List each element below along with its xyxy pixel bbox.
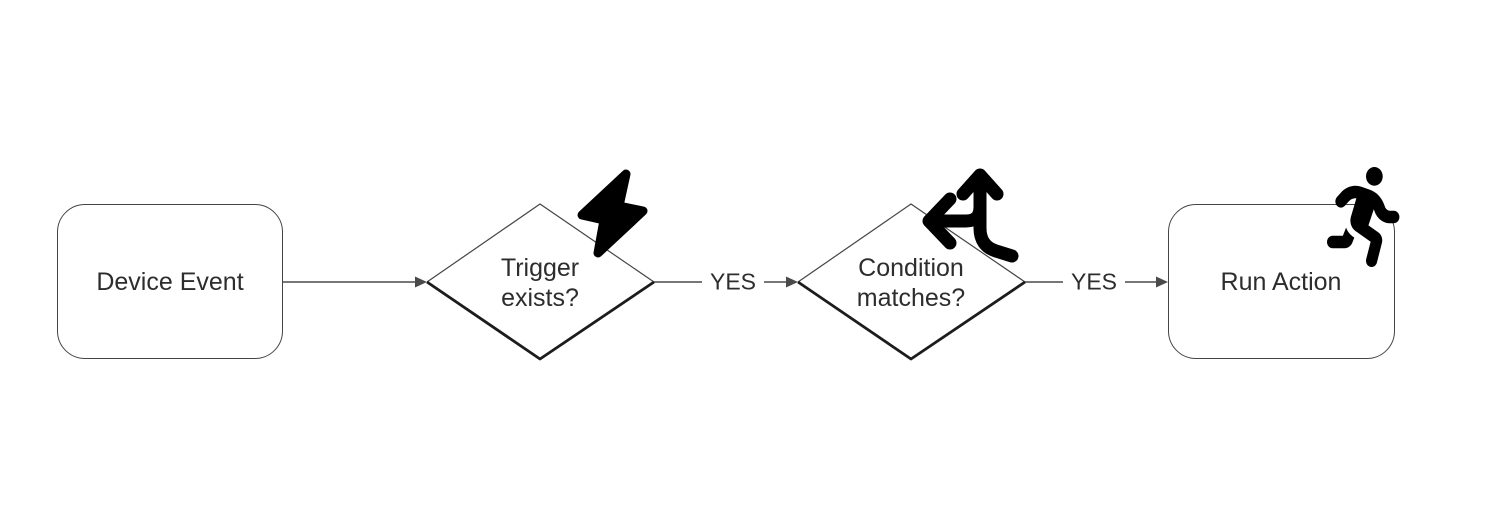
diamond-lower-edges bbox=[797, 280, 1026, 361]
node-run-action-label: Run Action bbox=[1220, 268, 1342, 296]
node-trigger-exists-label: Trigger exists? bbox=[500, 254, 580, 312]
node-device-event-label: Device Event bbox=[96, 268, 244, 296]
diamond-upper-edges bbox=[426, 203, 655, 283]
split-arrows-icon bbox=[922, 168, 1019, 263]
lightning-bolt-icon bbox=[577, 169, 648, 258]
diamond-lower-edges bbox=[426, 280, 655, 361]
arrowhead-icon bbox=[786, 276, 798, 288]
arrowhead-icon bbox=[1156, 276, 1168, 288]
node-device-event bbox=[57, 204, 283, 359]
edge-device-to-trigger bbox=[283, 276, 427, 288]
diamond-upper-edges bbox=[797, 203, 1026, 283]
arrowhead-icon bbox=[415, 276, 427, 288]
node-condition-matches-label: Condition matches? bbox=[856, 254, 966, 312]
node-condition-matches-shape bbox=[797, 203, 1026, 361]
edge-label-yes-1: YES bbox=[701, 268, 765, 296]
edge-label-yes-2: YES bbox=[1062, 268, 1126, 296]
node-trigger-exists-shape bbox=[426, 203, 655, 361]
person-running-icon bbox=[1327, 167, 1400, 267]
